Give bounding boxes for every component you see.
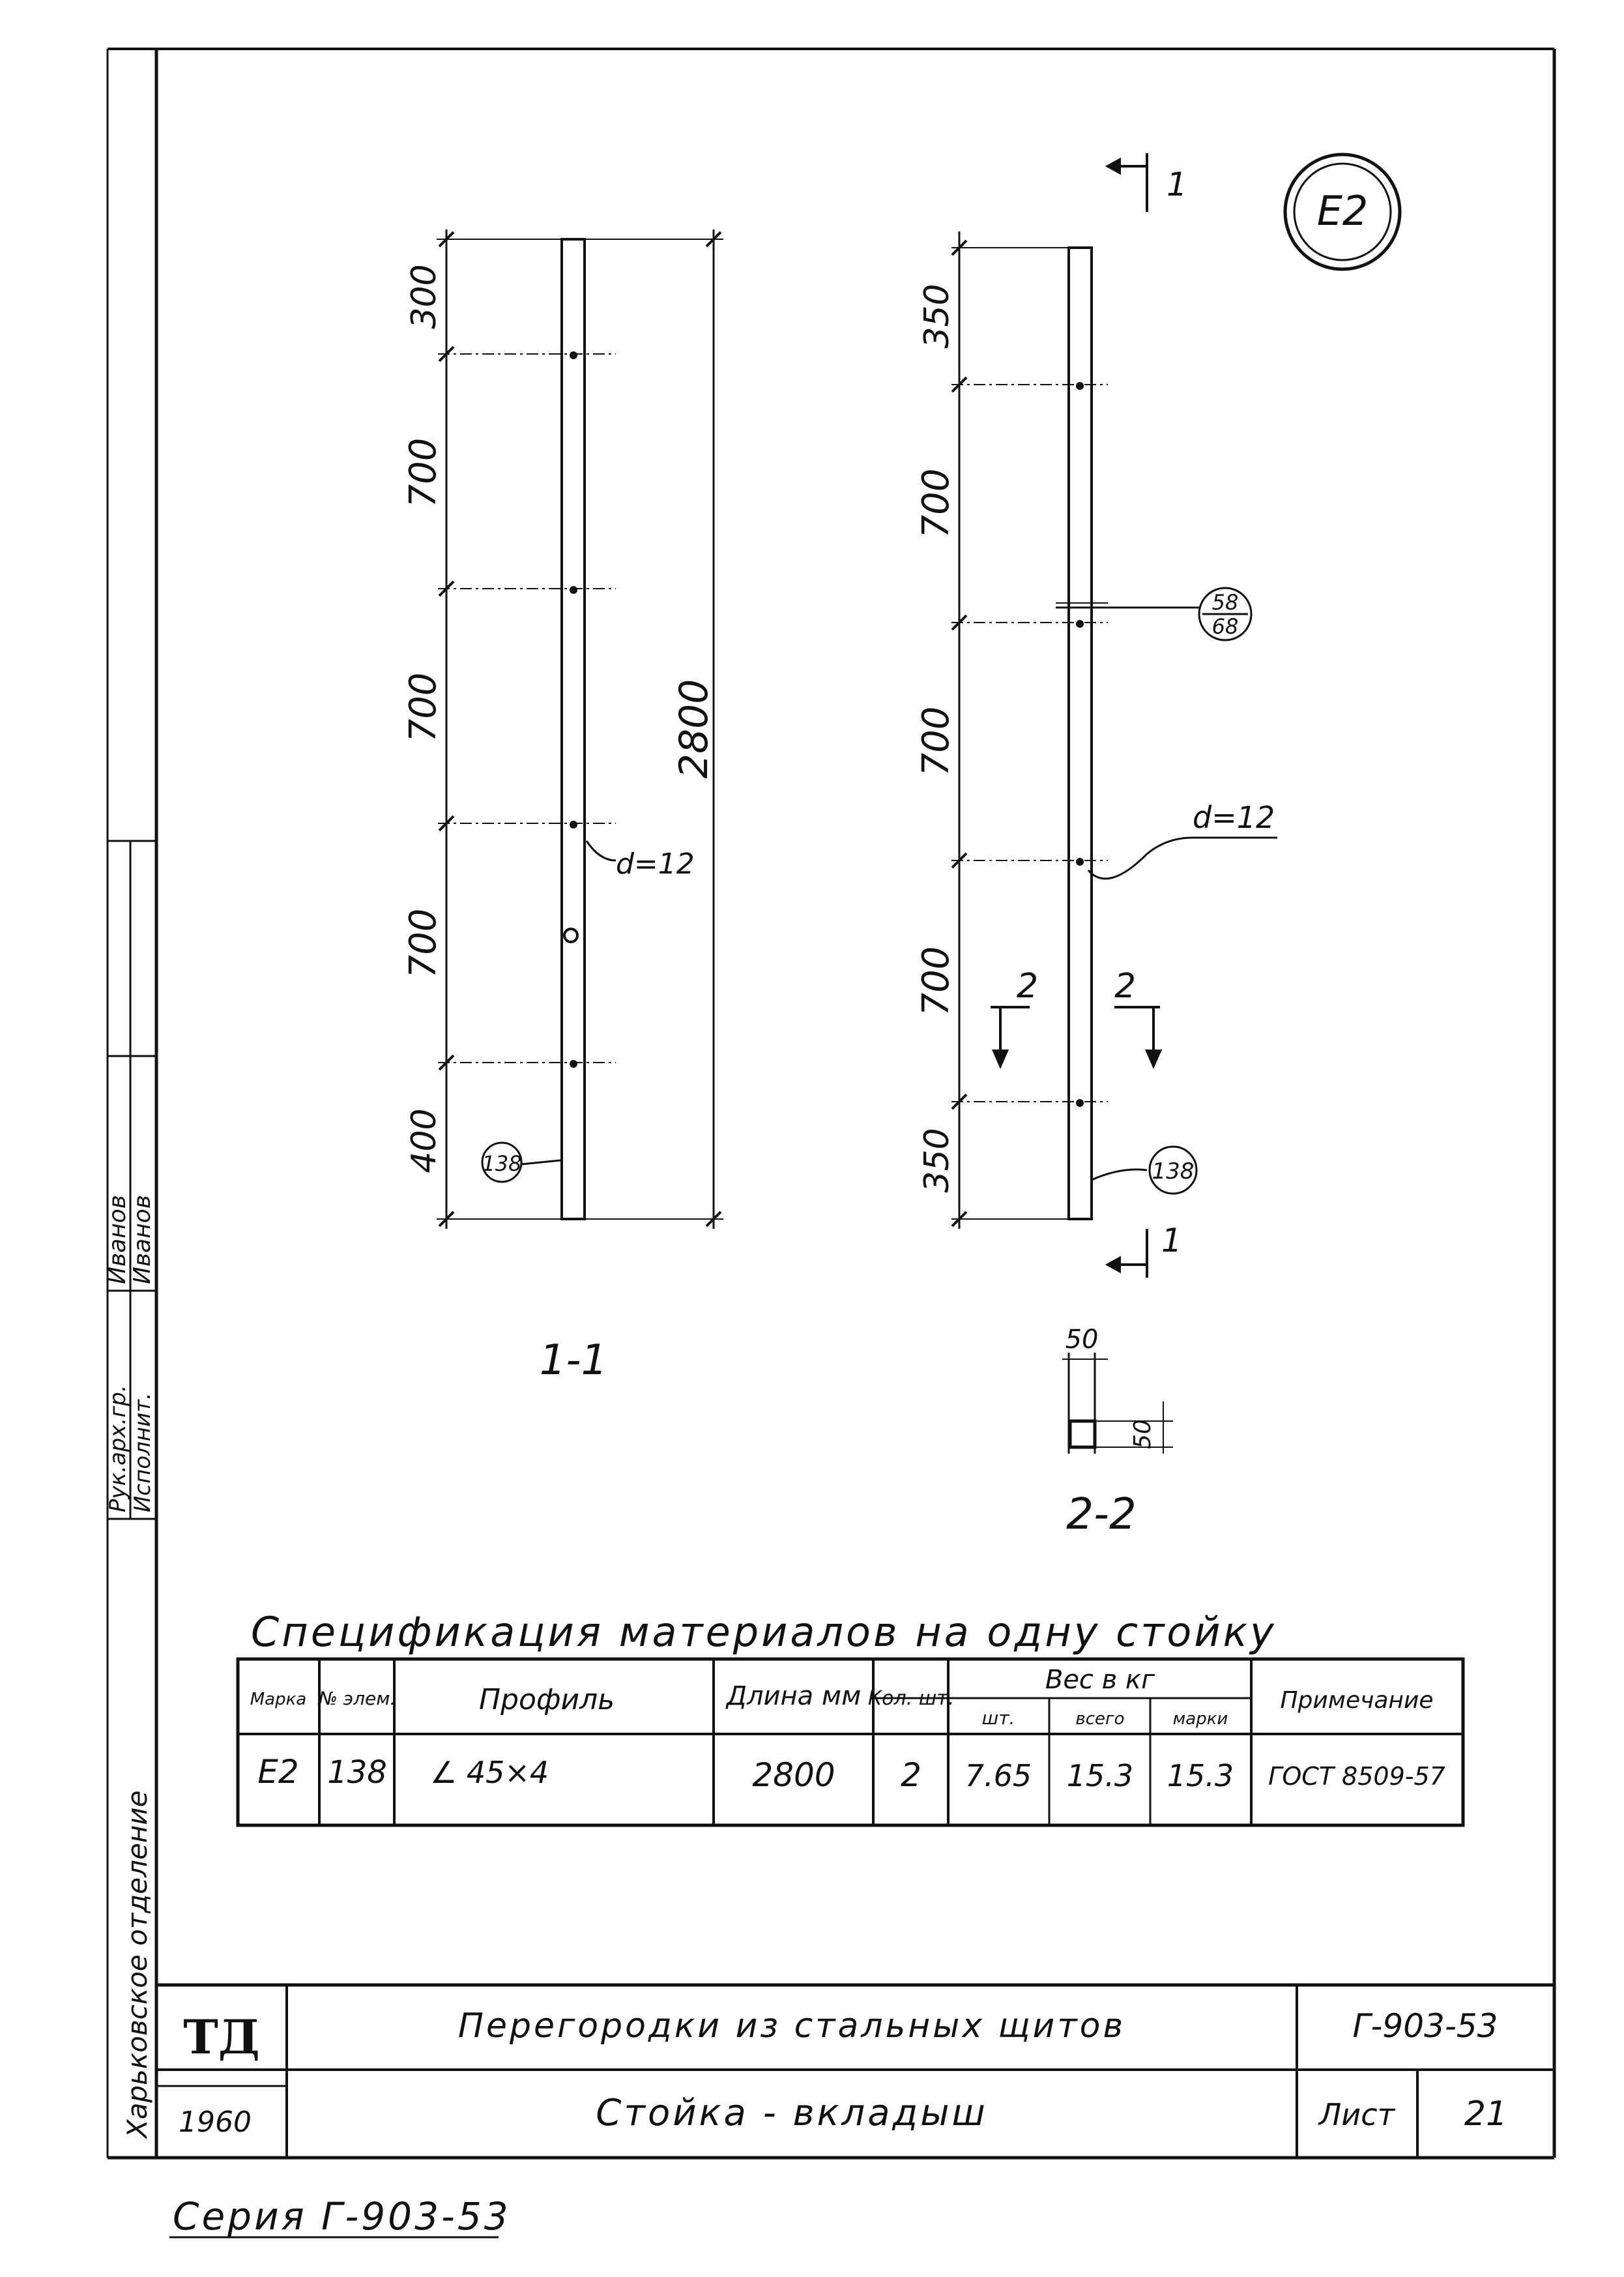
stamp-role-2: Исполнит. [130, 1392, 156, 1512]
hdr-w-unit: шт. [982, 1707, 1015, 1729]
label-2-2: 2-2 [1066, 1489, 1137, 1539]
row-num: 138 [327, 1754, 387, 1791]
hdr-w-mark: марки [1173, 1709, 1228, 1729]
hdr-weight-group: Вес в кг [1045, 1665, 1155, 1695]
badge-text: Е2 [1317, 187, 1369, 235]
row-profile: ∠ 45×4 [430, 1755, 549, 1790]
view-right: 350 700 700 700 350 58 68 d=12 138 1 1 [915, 153, 1277, 1278]
footer-series: Серия Г-903-53 [173, 2194, 511, 2239]
stamp-name-2: Иванов [129, 1195, 156, 1284]
dim-1-1-seg4: 700 [402, 909, 444, 978]
stamp-name-1: Иванов [104, 1195, 131, 1284]
dim-right-seg5: 350 [918, 1128, 957, 1192]
badge-e2: Е2 [1283, 153, 1402, 271]
dim-1-1-seg5: 400 [405, 1108, 444, 1173]
section-2-2-height: 50 [1129, 1419, 1156, 1449]
hdr-qty: Кол. шт. [868, 1687, 954, 1710]
section-mark-right: 2 [1114, 967, 1136, 1006]
section-mark-left: 2 [1017, 967, 1038, 1006]
title-sheet-label: Лист [1318, 2097, 1396, 2132]
hdr-w-total: всего [1075, 1709, 1124, 1729]
row-qty: 2 [901, 1756, 921, 1794]
section-mark-bottom: 1 [1161, 1222, 1182, 1259]
dim-1-1-seg1: 300 [405, 264, 444, 329]
approval-stamp: Рук.арх.гр. Исполнит. Иванов Иванов Харь… [104, 840, 156, 2139]
section-2-2: 50 50 2-2 [1062, 1325, 1173, 1539]
hdr-profile: Профиль [479, 1683, 615, 1716]
label-1-1: 1-1 [540, 1336, 608, 1385]
hdr-mark: Марка [250, 1690, 307, 1709]
callout-fraction-bottom: 68 [1212, 614, 1239, 639]
dim-right-seg2: 700 [915, 469, 957, 538]
title-project: Перегородки из стальных щитов [458, 2006, 1125, 2046]
row-w-mark: 15.3 [1167, 1758, 1234, 1793]
hdr-note: Примечание [1280, 1687, 1433, 1714]
hole-1-1: d=12 [616, 847, 695, 881]
member-1-1 [560, 238, 586, 1220]
row-length: 2800 [752, 1756, 835, 1794]
hdr-length: Длина мм [725, 1681, 862, 1711]
title-sheet-number: 21 [1464, 2094, 1507, 2134]
dim-1-1-seg2: 700 [402, 438, 444, 508]
section-2-2-width: 50 [1066, 1325, 1099, 1355]
spec-table: Спецификация материалов на одну стойку М… [236, 1608, 1465, 1827]
title-drawing: Стойка - вкладыш [596, 2092, 987, 2134]
hdr-num: № элем. [317, 1688, 396, 1709]
dim-right-seg3: 700 [915, 707, 957, 776]
row-w-total: 15.3 [1067, 1758, 1133, 1793]
row-mark: Е2 [257, 1753, 298, 1791]
callout-fraction-top: 58 [1212, 590, 1239, 615]
row-w-unit: 7.65 [965, 1758, 1032, 1793]
hole-right: d=12 [1193, 800, 1275, 835]
title-series-code: Г-903-53 [1353, 2007, 1498, 2045]
view-1-1: 300 700 700 700 400 2800 d=12 138 1-1 [402, 229, 723, 1385]
spec-title: Спецификация материалов на одну стойку [251, 1608, 1277, 1656]
dim-1-1-seg3: 700 [402, 673, 444, 742]
callout-1-1: 138 [482, 1151, 521, 1176]
title-year: 1960 [179, 2106, 252, 2139]
section-mark-top: 1 [1167, 166, 1187, 203]
row-note: ГОСТ 8509-57 [1268, 1762, 1445, 1791]
callout-right-bottom: 138 [1152, 1158, 1195, 1184]
member-right [1067, 246, 1093, 1220]
dim-right-seg4: 700 [915, 947, 957, 1016]
title-logo: ТД [183, 2009, 260, 2064]
dim-right-seg1: 350 [918, 284, 957, 348]
title-block: ТД 1960 Перегородки из стальных щитов Ст… [156, 1983, 1554, 2158]
dim-1-1-overall: 2800 [671, 679, 717, 779]
stamp-role-1: Рук.арх.гр. [105, 1385, 131, 1512]
stamp-org-dept: Харьковское отделение [121, 1791, 153, 2139]
